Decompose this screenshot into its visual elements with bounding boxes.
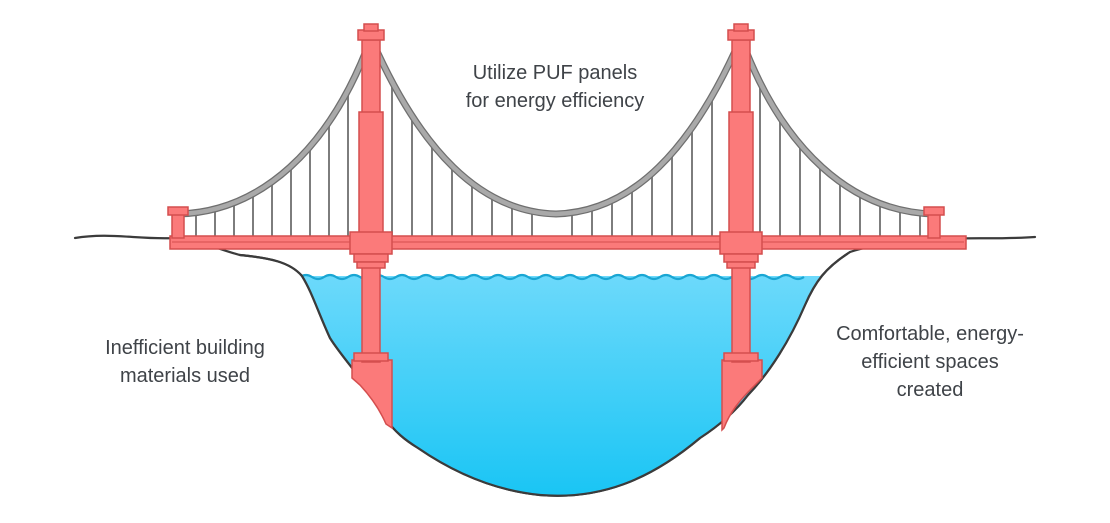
water-wave-line [299,273,805,281]
right-label-line-2: efficient spaces [861,351,999,373]
top-label-line-1: Utilize PUF panels [472,62,638,84]
river-water [240,273,850,496]
right-pier-base [721,359,763,432]
right-label-line-3: created [896,379,964,401]
left-tower [349,23,393,363]
main-cables [174,34,938,218]
suspender-cables [195,83,921,236]
left-label-line-1: Inefficient building [105,337,265,359]
right-tower [719,23,763,363]
top-label: Utilize PUF panels for energy efficiency [405,59,705,115]
left-label-line-2: materials used [119,365,251,387]
bridge-deck [169,235,967,250]
left-pier-base [351,359,393,430]
right-label: Comfortable, energy- efficient spaces cr… [800,320,1060,404]
left-label: Inefficient building materials used [60,334,310,390]
top-label-line-2: for energy efficiency [465,90,645,112]
right-end-post [923,206,945,239]
valley-outline [238,250,852,497]
right-label-line-1: Comfortable, energy- [836,323,1024,345]
left-end-post [167,206,189,239]
